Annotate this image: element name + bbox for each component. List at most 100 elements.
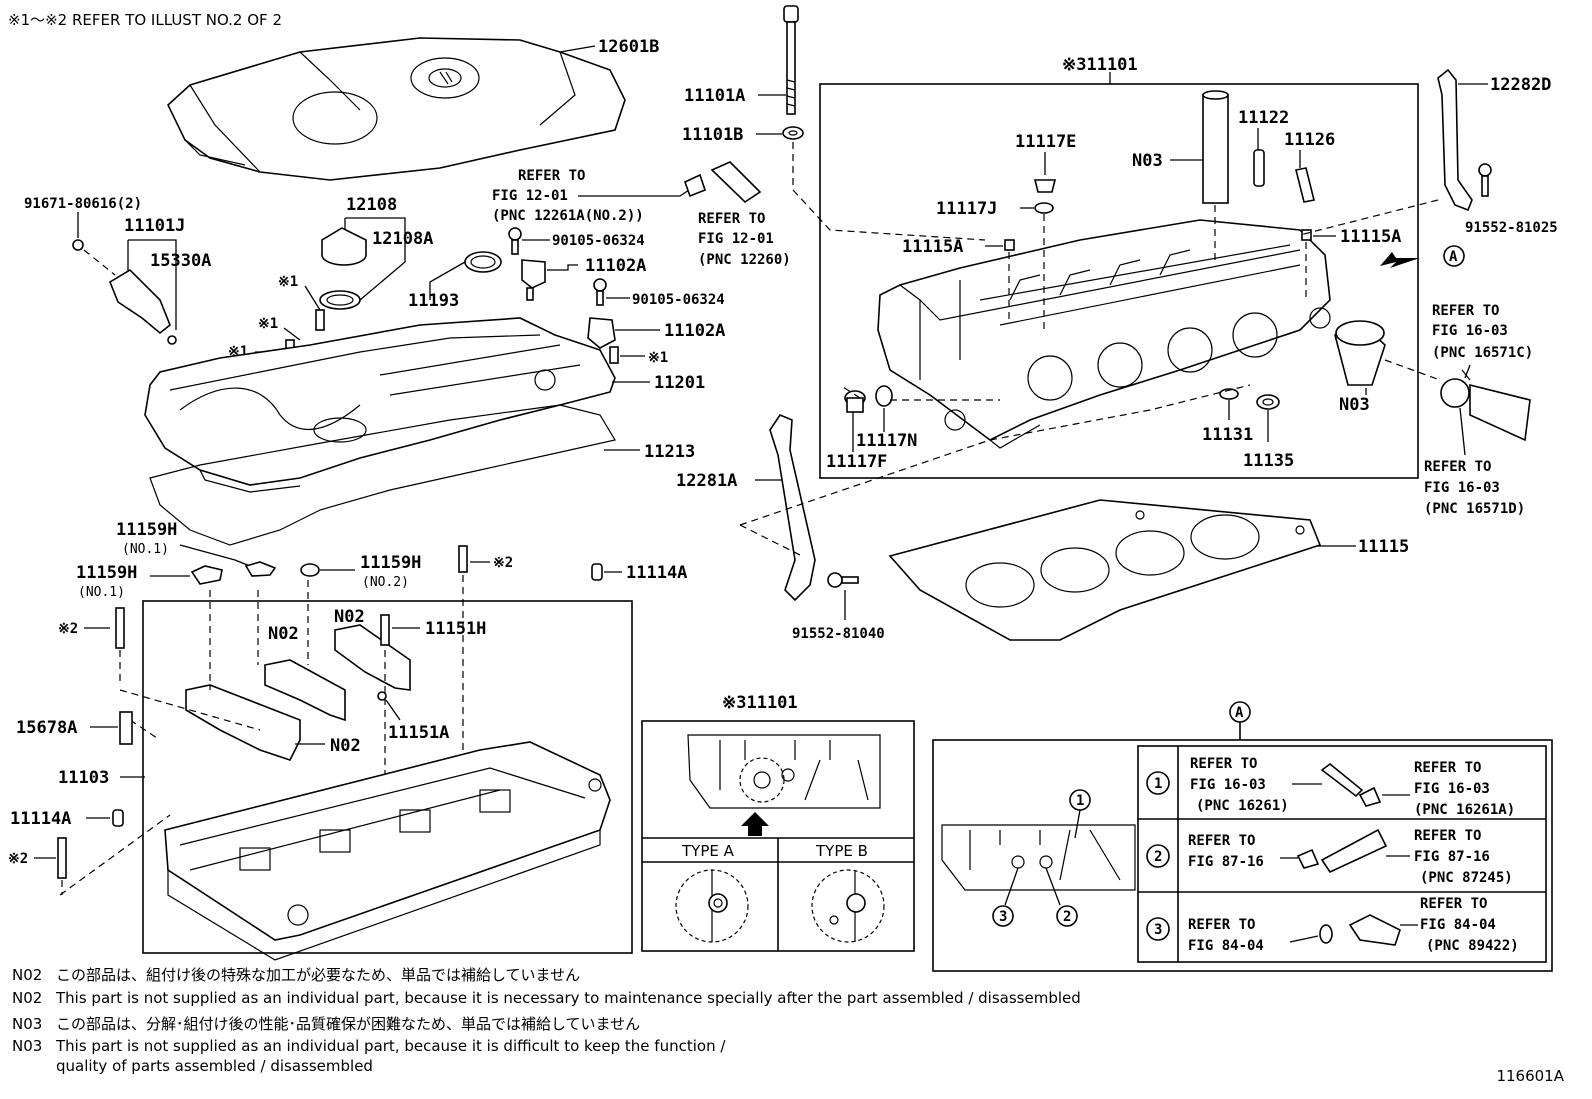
label-11159H-1: 11159H — [116, 520, 177, 540]
plug-11117F — [844, 390, 866, 413]
label-11159H-2: 11159H — [76, 563, 137, 583]
label-star1-b: ※1 — [258, 316, 278, 332]
valve-cover-gasket — [149, 404, 616, 546]
row1-right-3: (PNC 16261A) — [1414, 802, 1515, 818]
bolt-11151H — [380, 614, 390, 646]
label-type-a: TYPE A — [681, 842, 735, 860]
label-N02-3: N02 — [330, 736, 361, 756]
bolt-90105-b — [593, 278, 607, 306]
ref-1201-line1: REFER TO — [518, 168, 585, 184]
label-11193: 11193 — [408, 291, 459, 311]
label-91552-a: 91552-81025 — [1465, 220, 1558, 236]
bolt-star2-b — [115, 607, 125, 649]
detail-A-table — [1137, 745, 1547, 963]
label-15330A: 15330A — [150, 251, 211, 271]
row2-right-2: FIG 87-16 — [1414, 849, 1490, 865]
row1-index: 1 — [1154, 776, 1162, 792]
label-11101B: 11101B — [682, 125, 743, 145]
circle-A — [1443, 245, 1465, 267]
bolt-91552-b — [827, 572, 859, 588]
gasket-11193 — [464, 251, 502, 273]
label-c1-callout: 1 — [1076, 793, 1084, 809]
ref-1603-line3: (PNC 16571C) — [1432, 345, 1533, 361]
engine-cover — [167, 37, 626, 181]
ref-1201r-line2: FIG 12-01 — [698, 231, 774, 247]
label-11213: 11213 — [644, 442, 695, 462]
bracket-12281A — [769, 414, 816, 602]
type-a-detail — [675, 869, 749, 943]
guide-11126 — [1295, 167, 1315, 203]
detail-A-view — [941, 809, 1136, 906]
row1-right-2: FIG 16-03 — [1414, 781, 1490, 797]
header-note: ※1～※2 REFER TO ILLUST NO.2 OF 2 — [8, 11, 282, 29]
ref-1603d-line3: (PNC 16571D) — [1424, 501, 1525, 517]
pin-11115A-2 — [1301, 229, 1312, 241]
ref-1201r-line3: (PNC 12260) — [698, 252, 791, 268]
label-head-title: ※311101 — [1062, 55, 1138, 75]
label-N03-1: N03 — [1132, 151, 1163, 171]
guide-N03-tube — [1202, 90, 1229, 204]
row3-left-2: FIG 84-04 — [1188, 938, 1264, 954]
row3-left-1: REFER TO — [1188, 917, 1255, 933]
label-11117J: 11117J — [936, 199, 997, 219]
cam-sensor-1 — [521, 259, 546, 301]
label-c2-callout: 2 — [1063, 909, 1071, 925]
row2-left-1: REFER TO — [1188, 833, 1255, 849]
sleeve-N03 — [1334, 320, 1386, 386]
row3-right-2: FIG 84-04 — [1420, 917, 1496, 933]
seal-11117J — [1034, 202, 1054, 214]
cam-sensor-2 — [587, 317, 616, 349]
label-N02-1: N02 — [268, 624, 299, 644]
cylinder-head — [877, 219, 1331, 449]
label-star1-d: ※1 — [648, 350, 668, 366]
label-star2-b: ※2 — [58, 621, 78, 637]
label-11101A: 11101A — [684, 86, 745, 106]
pin-11115A-1 — [1004, 239, 1015, 251]
label-11117E: 11117E — [1015, 132, 1076, 152]
type-b-detail — [811, 869, 885, 943]
gasket-11131 — [1219, 388, 1239, 400]
ref-1603d-line1: REFER TO — [1424, 459, 1491, 475]
hose-16571 — [1440, 369, 1531, 442]
inset-head-view — [687, 734, 881, 809]
label-90105-b: 90105-06324 — [632, 292, 725, 308]
label-91671: 91671-80616(2) — [24, 196, 142, 212]
dowel-11114A-1 — [591, 563, 603, 581]
label-N03-2: N03 — [1339, 395, 1370, 415]
label-detail-A: A — [1235, 705, 1244, 721]
label-no1-a: (NO.1) — [122, 542, 169, 557]
label-11117F: 11117F — [826, 452, 887, 472]
guide-11122 — [1253, 149, 1265, 187]
label-no1-b: (NO.1) — [78, 585, 125, 600]
row2-right-3: (PNC 87245) — [1420, 870, 1513, 886]
bracket-12282D — [1437, 68, 1473, 212]
row3-index: 3 — [1154, 922, 1162, 938]
label-11102A-2: 11102A — [664, 321, 725, 341]
label-11159H-3: 11159H — [360, 553, 421, 573]
label-11115: 11115 — [1358, 537, 1409, 557]
label-11131: 11131 — [1202, 425, 1253, 445]
label-11151A: 11151A — [388, 723, 449, 743]
valve-cover — [144, 317, 616, 493]
hose-clamp-1201 — [684, 161, 762, 204]
ref-1201-line3: (PNC 12261A(NO.2)) — [492, 208, 644, 224]
label-11135: 11135 — [1243, 451, 1294, 471]
label-12108: 12108 — [346, 195, 397, 215]
note-5: quality of parts assembled / disassemble… — [56, 1057, 373, 1075]
detail-A-frame — [932, 739, 1553, 972]
label-11114A-2: 11114A — [10, 809, 71, 829]
row1-left-2: FIG 16-03 — [1190, 777, 1266, 793]
label-11101J: 11101J — [124, 216, 185, 236]
label-star2-a: ※2 — [493, 555, 513, 571]
row1-right-1: REFER TO — [1414, 760, 1481, 776]
bolt-11101A — [783, 5, 799, 115]
inset-arrow — [741, 812, 769, 836]
ref-1603-line1: REFER TO — [1432, 303, 1499, 319]
label-circle-A: A — [1449, 249, 1458, 265]
label-11103: 11103 — [58, 768, 109, 788]
fitting-15678A — [119, 711, 133, 745]
head-gasket — [888, 499, 1322, 641]
